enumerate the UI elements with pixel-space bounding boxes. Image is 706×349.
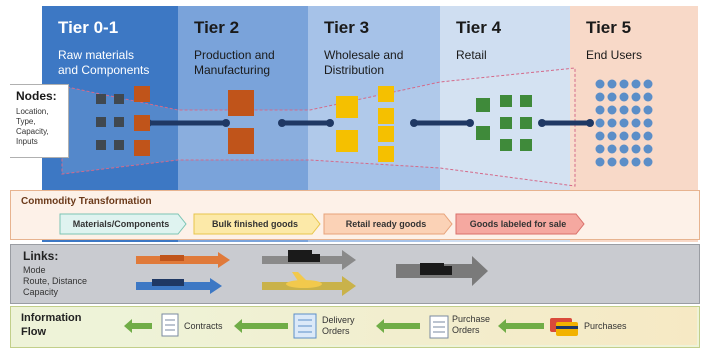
contract-document-icon: [161, 313, 179, 337]
end-user-dot: [607, 157, 617, 167]
end-user-dot: [631, 79, 641, 89]
end-user-dot: [631, 157, 641, 167]
stage-materials-components: Materials/Components: [72, 219, 170, 229]
end-user-dot: [607, 105, 617, 115]
end-user-dot: [595, 92, 605, 102]
purchases-label: Purchases: [584, 321, 627, 331]
end-user-dot: [631, 92, 641, 102]
tier-title: Tier 5: [586, 18, 632, 37]
tier-title: Tier 3: [324, 18, 370, 37]
end-user-dot: [607, 131, 617, 141]
end-user-dot: [619, 92, 629, 102]
end-user-dot: [607, 144, 617, 154]
end-user-dot: [619, 79, 629, 89]
end-user-dot: [595, 79, 605, 89]
tier-subtitle: End Users: [586, 48, 643, 62]
ship-icon: [136, 278, 222, 294]
tier-4-nodes: [476, 95, 532, 151]
nodes-label-box: Nodes: Location,Type, Capacity,Inputs: [10, 84, 69, 158]
links-title: Links:: [23, 249, 59, 263]
contracts-label: Contracts: [184, 321, 223, 331]
truck-icon: [262, 250, 356, 270]
end-user-dot: [595, 105, 605, 115]
tier-title: Tier 0-1: [58, 18, 119, 37]
tier-title: Tier 2: [194, 18, 240, 37]
stage-retail-ready-goods: Retail ready goods: [345, 219, 427, 229]
tier-2-nodes: [228, 90, 254, 154]
end-user-dot: [619, 157, 629, 167]
stage-goods-labeled-for-sale: Goods labeled for sale: [469, 219, 567, 229]
end-user-dot: [595, 144, 605, 154]
end-user-dot: [631, 105, 641, 115]
end-user-dot: [643, 92, 653, 102]
end-user-dot: [619, 144, 629, 154]
tier-3-nodes: [336, 86, 394, 162]
tier-0-1-nodes: [96, 86, 150, 156]
end-user-dot: [595, 157, 605, 167]
end-user-dot: [595, 131, 605, 141]
end-user-dot: [643, 157, 653, 167]
nodes-details: Location,Type, Capacity,Inputs: [16, 107, 49, 146]
airplane-icon: [262, 272, 356, 296]
nodes-title: Nodes:: [16, 89, 57, 103]
delivery-orders-document-icon: [293, 313, 317, 339]
tier-5-end-user-dots: [595, 79, 653, 167]
credit-card-icon: [550, 318, 578, 336]
end-user-dot: [643, 144, 653, 154]
train-icon: [136, 252, 230, 268]
commodity-title: Commodity Transformation: [21, 196, 152, 207]
tier-title: Tier 4: [456, 18, 502, 37]
end-user-dot: [631, 131, 641, 141]
stage-bulk-finished-goods: Bulk finished goods: [211, 219, 298, 229]
purchase-orders-document-icon: [429, 315, 449, 339]
end-user-dot: [643, 118, 653, 128]
end-user-dot: [643, 105, 653, 115]
end-user-dot: [643, 131, 653, 141]
end-user-dot: [643, 79, 653, 89]
end-user-dot: [607, 79, 617, 89]
end-user-dot: [619, 105, 629, 115]
end-user-dot: [631, 144, 641, 154]
end-user-dot: [631, 118, 641, 128]
tier-subtitle: Retail: [456, 48, 487, 62]
end-user-dot: [595, 118, 605, 128]
end-user-dot: [619, 131, 629, 141]
end-user-dot: [619, 118, 629, 128]
end-user-dot: [607, 118, 617, 128]
truck-icon-large: [396, 256, 488, 286]
end-user-dot: [607, 92, 617, 102]
